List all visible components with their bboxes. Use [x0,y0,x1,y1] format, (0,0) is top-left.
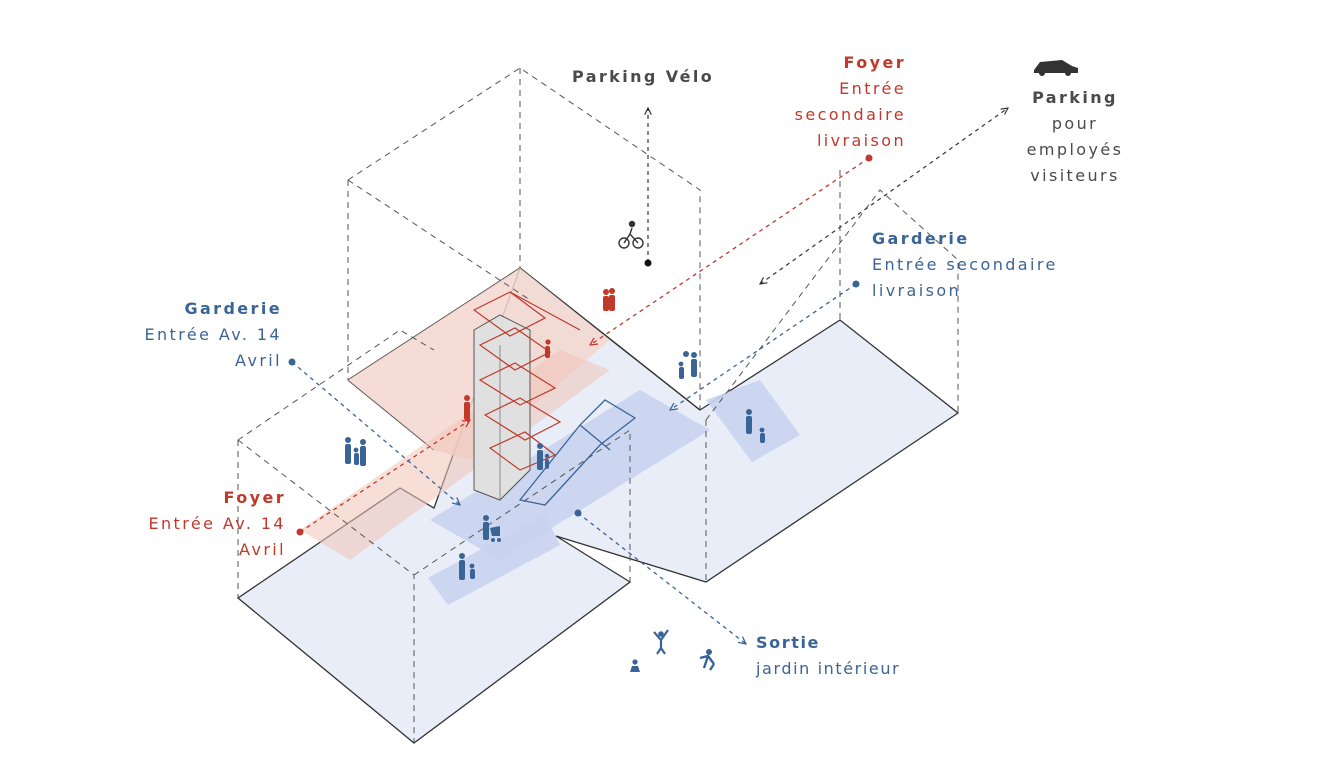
label-garderie-principale-line2: Avril [235,351,282,370]
family-icon [345,437,366,466]
label-parking-employes-line3: visiteurs [1030,166,1120,185]
dot-parking-velo [644,259,652,267]
bicycle-icon [618,220,644,249]
label-foyer-secondaire-title: Foyer [843,53,906,72]
label-sortie-title: Sortie [756,633,820,652]
stroller-icon [483,515,501,542]
foyer-secondary-flow [590,157,870,345]
label-sortie-line1: jardin intérieur [756,659,901,678]
dot-sortie [574,509,582,517]
person-icon-blue [459,351,765,580]
child-icon [630,629,715,672]
sortie-flow [577,512,746,644]
label-foyer-secondaire: Foyer Entrée secondaire livraison [760,50,906,154]
label-foyer-principal-line2: Avril [239,540,286,559]
dot-foyer-secondary [865,154,873,162]
label-parking-velo-title: Parking Vélo [572,67,715,86]
garderie-room-east [706,380,800,462]
label-parking-employes-line2: employés [1026,140,1124,159]
label-foyer-secondaire-line1: Entrée [839,79,906,98]
garderie-secondary-flow [670,283,857,410]
label-foyer-principal-title: Foyer [223,488,286,507]
label-foyer-secondaire-line3: livraison [816,131,906,150]
floor-plate [236,266,960,744]
foyer-main-flow [299,420,470,533]
label-foyer-principal-line1: Entrée Av. 14 [148,514,286,533]
label-garderie-principale: Garderie Entrée Av. 14 Avril [120,296,282,374]
label-garderie-secondaire-title: Garderie [872,229,970,248]
label-garderie-secondaire-line2: livraison [872,281,962,300]
label-foyer-principal: Foyer Entrée Av. 14 Avril [124,485,286,563]
label-parking-employes: Parking pour employés visiteurs [1010,85,1140,189]
dot-garderie-secondary [852,280,860,288]
dot-foyer-main [296,528,304,536]
label-parking-velo: Parking Vélo [572,64,714,90]
label-garderie-secondaire: Garderie Entrée secondaire livraison [872,226,1058,304]
stair-core [472,291,637,506]
person-icon-red [464,288,615,420]
garderie-room-south [428,515,560,605]
label-parking-employes-title: Parking [1032,88,1118,107]
car-icon [1034,60,1078,76]
volume-outlines [237,67,959,743]
label-garderie-principale-line1: Entrée Av. 14 [144,325,282,344]
label-foyer-secondaire-line2: secondaire [794,105,906,124]
parking-flow [760,108,1008,284]
foyer-corridor [300,350,610,560]
label-garderie-secondaire-line1: Entrée secondaire [872,255,1058,274]
dot-garderie-main [288,358,296,366]
label-garderie-principale-title: Garderie [184,299,282,318]
label-sortie: Sortie jardin intérieur [756,630,900,682]
label-parking-employes-line1: pour [1051,114,1099,133]
